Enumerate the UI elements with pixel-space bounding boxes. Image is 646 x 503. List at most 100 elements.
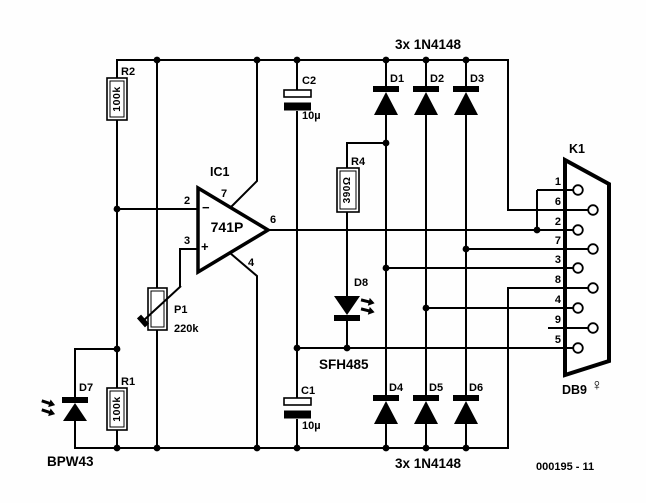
label-db9-type: DB9 (562, 383, 588, 397)
d7-cathode-bar (62, 397, 88, 403)
photodiode-d7 (41, 397, 88, 421)
junction-dots (113, 56, 541, 452)
wire-opamp-pin3 (179, 248, 198, 287)
d7-light-arrow-1 (41, 399, 56, 408)
db9-pin-sockets (572, 184, 599, 354)
c2-plate-negative (284, 102, 311, 111)
wire-db9-pin1 (536, 189, 574, 230)
d2-triangle (414, 92, 438, 115)
potentiometer-wiper (136, 285, 182, 328)
junction-dot (113, 345, 121, 353)
capacitor-c2 (283, 89, 312, 111)
ir-led-d8 (334, 296, 375, 321)
resistor-r1-inner (109, 390, 125, 428)
d8-triangle (334, 296, 360, 315)
d6-cathode-bar (453, 395, 479, 401)
d5-triangle (414, 401, 438, 424)
db9-socket-9 (587, 322, 599, 334)
label-ic1-pin6: 6 (270, 214, 277, 226)
junction-dot (113, 444, 121, 452)
capacitor-c1 (283, 397, 312, 419)
drawing-number: 000195 - 11 (536, 461, 595, 473)
label-d1: D1 (390, 73, 405, 85)
d7-light-arrow-2 (41, 408, 56, 417)
db9-socket-1 (572, 184, 584, 196)
wiper-arrow-head (136, 314, 150, 328)
label-d5: D5 (429, 382, 444, 394)
junction-dot (422, 444, 430, 452)
junction-dot (293, 56, 301, 64)
junction-dot (422, 56, 430, 64)
resistor-r4-inner (339, 170, 357, 210)
d3-triangle (454, 92, 478, 115)
d8-cathode-bar (334, 315, 360, 321)
label-ic1-pin7: 7 (221, 188, 228, 200)
junction-dot (382, 444, 390, 452)
d2-cathode-bar (413, 86, 439, 92)
label-ic1-ref: IC1 (210, 165, 230, 179)
wire-negative-rail (74, 287, 589, 449)
junction-dot (253, 56, 261, 64)
label-db9-pin-9: 9 (554, 314, 561, 326)
wire-opamp-pin7 (229, 60, 258, 209)
label-d7: D7 (79, 382, 94, 394)
c1-plate-positive (283, 397, 312, 406)
resistor-r1-body (106, 387, 128, 431)
db9-connector-body (563, 156, 611, 378)
db9-socket-5 (572, 342, 584, 354)
db9-socket-6 (587, 204, 599, 216)
resistor-r4-body (336, 167, 360, 213)
db9-socket-7 (587, 243, 599, 255)
label-r4-ref: R4 (351, 156, 366, 168)
label-bpw43: BPW43 (47, 454, 94, 469)
label-d3: D3 (470, 73, 485, 85)
junction-dot (462, 56, 470, 64)
label-d4: D4 (389, 382, 404, 394)
opamp-triangle (196, 184, 272, 276)
diode-d3 (453, 86, 479, 115)
junction-dot (343, 344, 351, 352)
label-r2-value: 100k (111, 86, 123, 112)
label-ic1-minus: − (202, 200, 210, 215)
d7-triangle (63, 403, 87, 421)
label-p1-value: 220k (174, 323, 199, 335)
label-d8: D8 (354, 277, 369, 289)
label-db9-pin-6: 6 (554, 196, 561, 208)
wire-positive-rail (116, 59, 589, 211)
resistor-r2-body (106, 77, 128, 121)
junction-dot (382, 264, 390, 272)
db9-socket-8 (587, 282, 599, 294)
junction-dot (253, 444, 261, 452)
db9-socket-3 (572, 262, 584, 274)
label-db9-pin-2: 2 (554, 216, 561, 228)
label-ic1-pin3: 3 (184, 235, 191, 247)
label-r1-ref: R1 (121, 376, 136, 388)
diode-d5 (413, 395, 439, 424)
label-db9-pin-1: 1 (554, 176, 561, 188)
potentiometer-p1-inner (150, 290, 165, 328)
label-c2-value: 10µ (302, 110, 321, 122)
junction-dot (382, 56, 390, 64)
female-gender-icon: ♀ (591, 377, 603, 394)
d6-triangle (454, 401, 478, 424)
d8-emit-arrow-1 (360, 297, 375, 306)
junction-dot (153, 56, 161, 64)
diode-symbols (41, 86, 479, 424)
label-c2-ref: C2 (302, 75, 317, 87)
label-diode-group-top: 3x 1N4148 (394, 37, 462, 52)
db9-socket-4 (572, 302, 584, 314)
d1-triangle (374, 92, 398, 115)
wiper-arrow-shaft (142, 285, 182, 322)
c2-plate-positive (283, 89, 312, 98)
label-ic1-plus: + (201, 239, 209, 254)
d5-cathode-bar (413, 395, 439, 401)
label-db9-pin-3: 3 (554, 254, 561, 266)
label-r1-value: 100k (111, 396, 123, 422)
label-c1-value: 10µ (302, 420, 321, 432)
junction-dot (113, 205, 121, 213)
d8-emit-arrow-2 (360, 306, 375, 315)
label-diode-group-bottom: 3x 1N4148 (394, 456, 462, 471)
wire-opamp-pin4 (229, 252, 258, 448)
